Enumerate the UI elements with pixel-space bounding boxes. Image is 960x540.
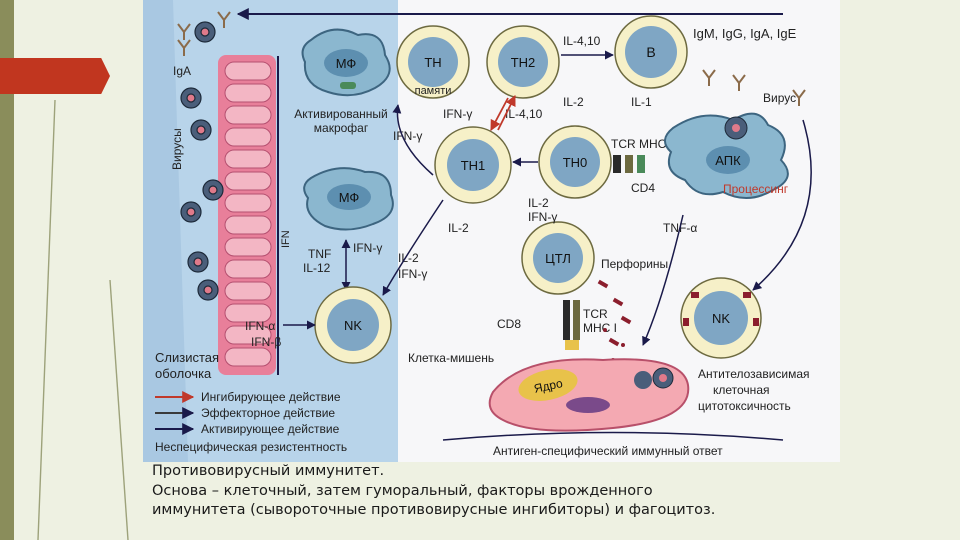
ctl-cell: ЦТЛ [521,221,595,295]
antibody-glyphs [177,11,231,56]
nk-cell-2: NK [680,277,762,359]
th0-cell: TH0 [538,125,612,199]
slide-accent-tab [0,58,110,94]
label-il-1: IL-1 [631,95,652,109]
label-virus: Вирус [763,91,796,105]
label-il-2-c: IL-2 [528,196,549,210]
caption-line-1: Противовирусный иммунитет. [152,463,385,479]
label-iga: IgA [173,64,191,78]
legend-effector: Эффекторное действие [201,406,335,420]
label-ifn-gamma-2: IFN-γ [353,241,382,255]
label-th1: TH1 [461,158,486,173]
caption-line-3: иммунитета (сывороточные противовирусные… [152,502,716,518]
label-il-4-10-b: IL-4,10 [505,107,543,121]
immune-response-diagram: IgA Вирусы МФ Активированный макрофаг IF… [143,0,840,462]
nk-cell-1: NK [314,286,392,364]
left-decor-band [0,0,14,540]
label-ifn-gamma-1: IFN-γ [393,129,422,143]
virus-particles [180,21,224,301]
label-nk1: NK [344,318,362,333]
label-ctl: ЦТЛ [545,251,571,266]
legend-activate: Активирующее действие [201,422,340,436]
label-cd8: CD8 [497,317,521,331]
label-ifn: IFN [280,230,292,248]
label-mf2: МФ [339,190,360,205]
label-ifn-gamma-4: IFN-γ [528,210,557,224]
label-nucleus: Ядро [533,376,565,396]
label-tnf: TNF [308,247,331,261]
label-th-memory: TH [424,55,441,70]
target-cell: Ядро [488,358,690,432]
label-apc: АПК [715,153,741,168]
legend-nonspecific: Неспецифическая резистентность [155,440,347,454]
label-adcc-3: цитотоксичность [698,399,791,413]
label-th2: TH2 [511,55,536,70]
label-adcc-2: клеточная [713,383,769,397]
label-il-2-a: IL-2 [448,221,469,235]
label-target-cell: Клетка-мишень [408,351,494,365]
legend-inhibit: Ингибирующее действие [201,390,341,404]
label-mucosa-2: оболочка [155,366,212,381]
apc-cell: АПК [664,112,789,199]
th1-cell: TH1 [434,126,512,204]
label-immunoglobulins: IgM, IgG, IgA, IgE [693,26,797,41]
label-th0: TH0 [563,155,588,170]
label-nk2: NK [712,311,730,326]
label-memory: памяти [415,85,452,97]
label-ifn-alpha: IFN-α [245,319,275,333]
label-processing: Процессинг [723,182,789,196]
label-tcr: TCR [583,307,608,321]
label-ifn-gamma-3: IFN-γ [443,107,472,121]
label-tcr-mhc2: TCR MHC II [611,137,676,151]
label-ifn-beta: IFN-β [251,335,281,349]
legend: Ингибирующее действие Эффекторное действ… [155,390,347,454]
macrophage-activated: МФ [301,28,391,97]
label-mucosa-1: Слизистая [155,350,219,365]
label-cd4: CD4 [631,181,655,195]
label-il-2-b: IL-2 [563,95,584,109]
slide-caption: Противовирусный иммунитет. Основа – клет… [152,462,852,521]
label-adcc-1: Антителозависимая [698,367,810,381]
decor-lines [37,99,129,540]
b-cell: B [614,15,688,89]
mucosa-epithelium [218,55,276,375]
label-viruses: Вирусы [170,128,184,170]
caption-line-2: Основа – клеточный, затем гуморальный, ф… [152,482,653,499]
th2-cell: TH2 [486,25,560,99]
label-b: B [646,44,655,60]
macrophage: МФ [303,167,394,231]
label-perforins: Перфорины [601,257,668,271]
label-il12: IL-12 [303,261,331,275]
label-antigen-specific: Антиген-специфический иммунный ответ [493,444,723,458]
th-memory-cell: TH [396,25,470,99]
label-mf1: МФ [336,56,357,71]
label-mhc1: MHC I [583,321,617,335]
label-activated-2: макрофаг [314,121,369,135]
label-il-4-10-a: IL-4,10 [563,34,601,48]
label-activated-1: Активированный [294,107,388,121]
label-ifn-gamma-5: IFN-γ [398,267,427,281]
